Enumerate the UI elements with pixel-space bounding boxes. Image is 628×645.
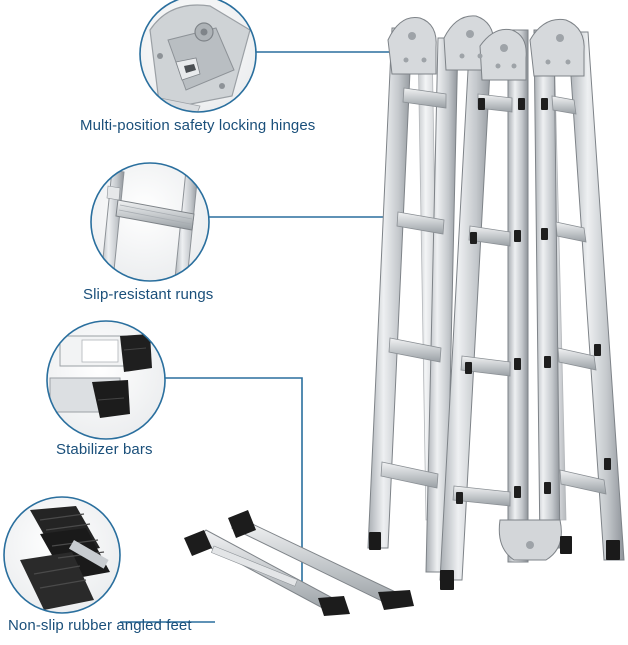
callout-line-stabilizer: [165, 377, 303, 592]
feature-label-rungs: Slip-resistant rungs: [83, 286, 214, 303]
callout-lines: [120, 51, 392, 623]
feature-label-stabilizer: Stabilizer bars: [56, 441, 153, 458]
ladder-image: [367, 15, 625, 590]
stabilizer-closeup-icon: [46, 320, 166, 440]
rung-closeup-icon: [90, 162, 210, 282]
rubber-feet-closeup-icon: [3, 496, 121, 614]
hinge-closeup-icon: [139, 0, 257, 113]
stabilizer-bars-image: [184, 510, 414, 616]
feature-label-hinges: Multi-position safety locking hinges: [80, 117, 316, 134]
feature-label-feet: Non-slip rubber angled feet: [8, 617, 192, 634]
